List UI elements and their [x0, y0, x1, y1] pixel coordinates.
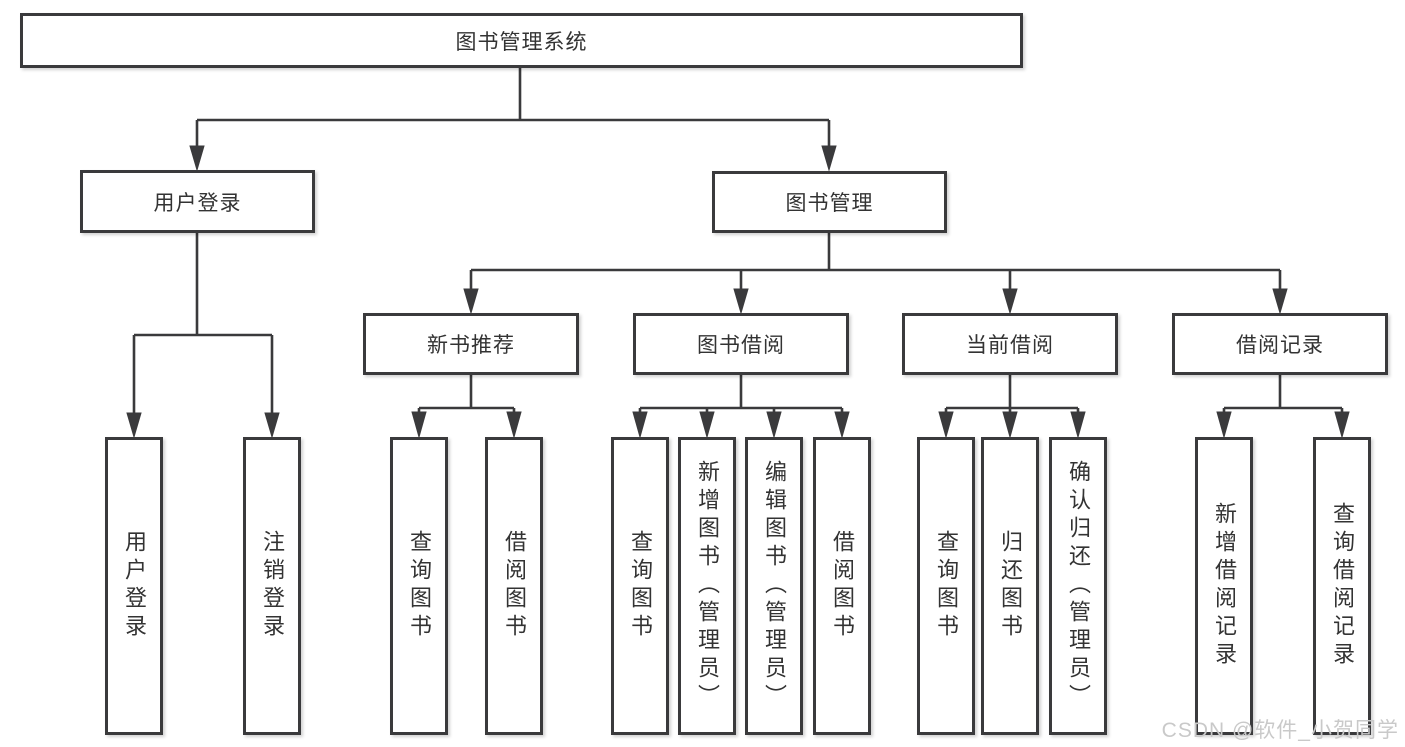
node-new-book-recommend: 新书推荐 — [363, 313, 579, 375]
arrowhead — [411, 411, 427, 439]
node-label: 借阅记录 — [1236, 334, 1324, 357]
arrowhead — [264, 412, 280, 439]
connector-book-borrow-to-leaves — [638, 375, 844, 412]
arrowhead — [766, 411, 782, 439]
arrowhead — [733, 288, 749, 315]
node-leaf-borrow-books-recommend: 借阅图书 — [485, 437, 543, 735]
node-leaf-edit-book-admin: 编辑图书（管理员） — [745, 437, 803, 735]
arrowhead — [1002, 411, 1018, 439]
node-label: 查询图书 — [628, 530, 653, 642]
node-label: 查询图书 — [934, 530, 959, 642]
arrowhead — [834, 411, 850, 439]
node-label: 查询图书 — [407, 530, 432, 642]
connector-current-borrow-to-leaves — [944, 375, 1080, 412]
arrowhead — [463, 288, 479, 315]
arrowhead — [1002, 288, 1018, 315]
arrowhead — [1216, 411, 1232, 439]
watermark: CSDN @软件_小贺同学 — [1161, 719, 1399, 742]
arrowhead — [938, 411, 954, 439]
node-label: 新增图书（管理员） — [695, 460, 720, 712]
connector-root-to-level2 — [195, 68, 831, 146]
arrowhead — [821, 145, 837, 172]
node-label: 图书管理系统 — [455, 30, 588, 54]
arrowhead — [126, 412, 142, 439]
node-leaf-return-book: 归还图书 — [981, 437, 1039, 735]
node-leaf-logout: 注销登录 — [243, 437, 301, 735]
node-leaf-query-books-recommend: 查询图书 — [390, 437, 448, 735]
arrowhead — [632, 411, 648, 439]
node-label: 借阅图书 — [830, 530, 855, 642]
node-label: 当前借阅 — [966, 334, 1054, 357]
node-label: 编辑图书（管理员） — [762, 460, 787, 712]
node-label: 新书推荐 — [427, 334, 515, 357]
arrowhead — [1070, 411, 1086, 439]
node-book-management: 图书管理 — [712, 171, 947, 233]
node-leaf-borrow-books: 借阅图书 — [813, 437, 871, 735]
node-label: 新增借阅记录 — [1212, 502, 1237, 670]
node-leaf-user-login: 用户登录 — [105, 437, 163, 735]
node-leaf-add-borrow-record: 新增借阅记录 — [1195, 437, 1253, 735]
connector-user-login-to-leaves — [132, 233, 274, 413]
arrowhead — [1272, 288, 1288, 315]
node-root-library-system: 图书管理系统 — [20, 13, 1023, 68]
node-label: 用户登录 — [122, 530, 147, 642]
connector-new-book-to-leaves — [417, 375, 516, 412]
node-label: 用户登录 — [153, 191, 242, 215]
connector-borrow-records-to-leaves — [1222, 375, 1344, 412]
node-leaf-confirm-return-admin: 确认归还（管理员） — [1049, 437, 1107, 735]
arrowhead — [189, 145, 205, 172]
arrowhead — [1334, 411, 1350, 439]
node-label: 注销登录 — [260, 530, 285, 642]
node-label: 确认归还（管理员） — [1066, 460, 1091, 712]
node-label: 归还图书 — [998, 530, 1023, 642]
node-leaf-query-books-current: 查询图书 — [917, 437, 975, 735]
node-leaf-add-book-admin: 新增图书（管理员） — [678, 437, 736, 735]
node-label: 借阅图书 — [502, 530, 527, 642]
node-leaf-query-books-borrow: 查询图书 — [611, 437, 669, 735]
node-label: 查询借阅记录 — [1330, 502, 1355, 670]
node-borrow-records: 借阅记录 — [1172, 313, 1388, 375]
arrowhead — [506, 411, 522, 439]
node-user-login: 用户登录 — [80, 170, 315, 233]
arrowhead — [699, 411, 715, 439]
node-label: 图书借阅 — [697, 334, 785, 357]
connector-book-mgmt-to-level3 — [469, 233, 1282, 289]
node-current-borrow: 当前借阅 — [902, 313, 1118, 375]
node-label: 图书管理 — [785, 192, 874, 215]
node-leaf-query-borrow-record: 查询借阅记录 — [1313, 437, 1371, 735]
node-book-borrow: 图书借阅 — [633, 313, 849, 375]
